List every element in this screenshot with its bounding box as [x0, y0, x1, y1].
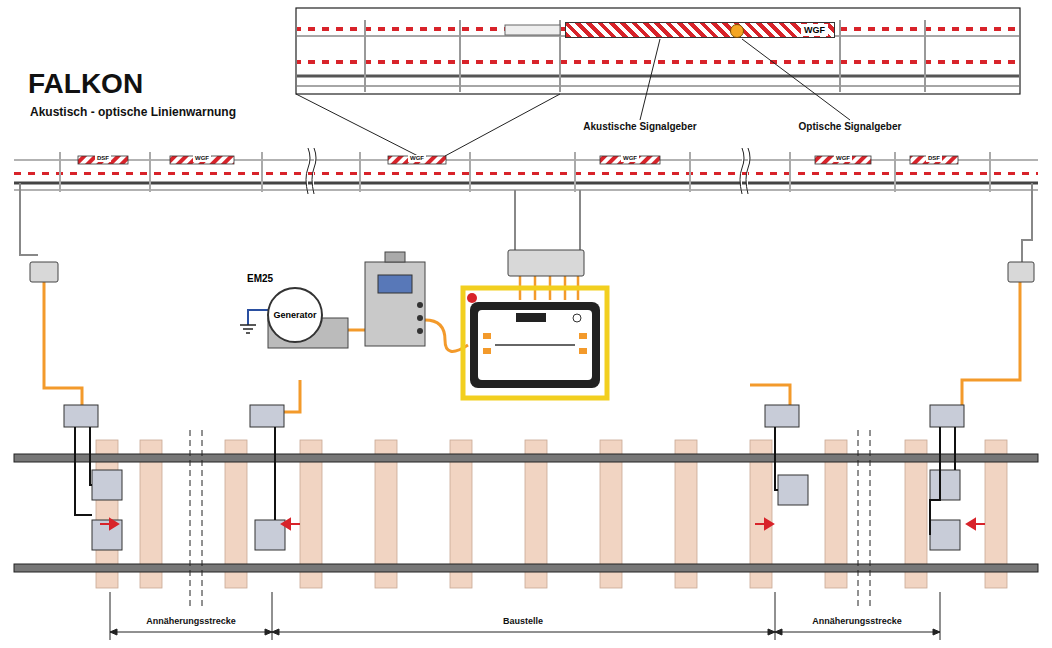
- track-sensor: [64, 405, 964, 550]
- section-label: Annäherungsstrecke: [144, 617, 238, 627]
- control-unit: [463, 288, 607, 398]
- device-label: DSF: [95, 155, 111, 162]
- callout-label: Akustische Signalgeber: [581, 121, 698, 132]
- generator-circle: EM25Generator: [267, 287, 323, 343]
- device-label: WGF: [408, 155, 426, 162]
- dimension-line: [110, 592, 940, 640]
- sensor-cable: [75, 427, 955, 535]
- model-label: EM25: [247, 273, 273, 284]
- direction-arrow: [100, 519, 985, 529]
- subtitle: Akustisch - optische Linienwarnung: [28, 106, 238, 119]
- optical-signal: [730, 24, 744, 38]
- signal-cable: [14, 148, 1038, 194]
- track: [14, 430, 1038, 610]
- section-label: Annäherungsstrecke: [810, 617, 904, 627]
- device-label: WGF: [193, 155, 211, 162]
- signal-bar: WGF: [565, 22, 835, 38]
- ground-symbol: [240, 325, 256, 333]
- callout-label: Optische Signalgeber: [797, 121, 904, 132]
- inset-detail: [296, 8, 1020, 156]
- title: FALKON: [28, 68, 143, 100]
- cabling: [20, 183, 1032, 412]
- device-label: WGF: [801, 24, 828, 36]
- device-label: DSF: [926, 155, 942, 162]
- node-text: Generator: [273, 310, 316, 320]
- device-label: WGF: [834, 155, 852, 162]
- power-box: [365, 252, 425, 346]
- device-label: WGF: [621, 155, 639, 162]
- junction-box: [30, 250, 1034, 282]
- section-label: Baustelle: [501, 617, 545, 627]
